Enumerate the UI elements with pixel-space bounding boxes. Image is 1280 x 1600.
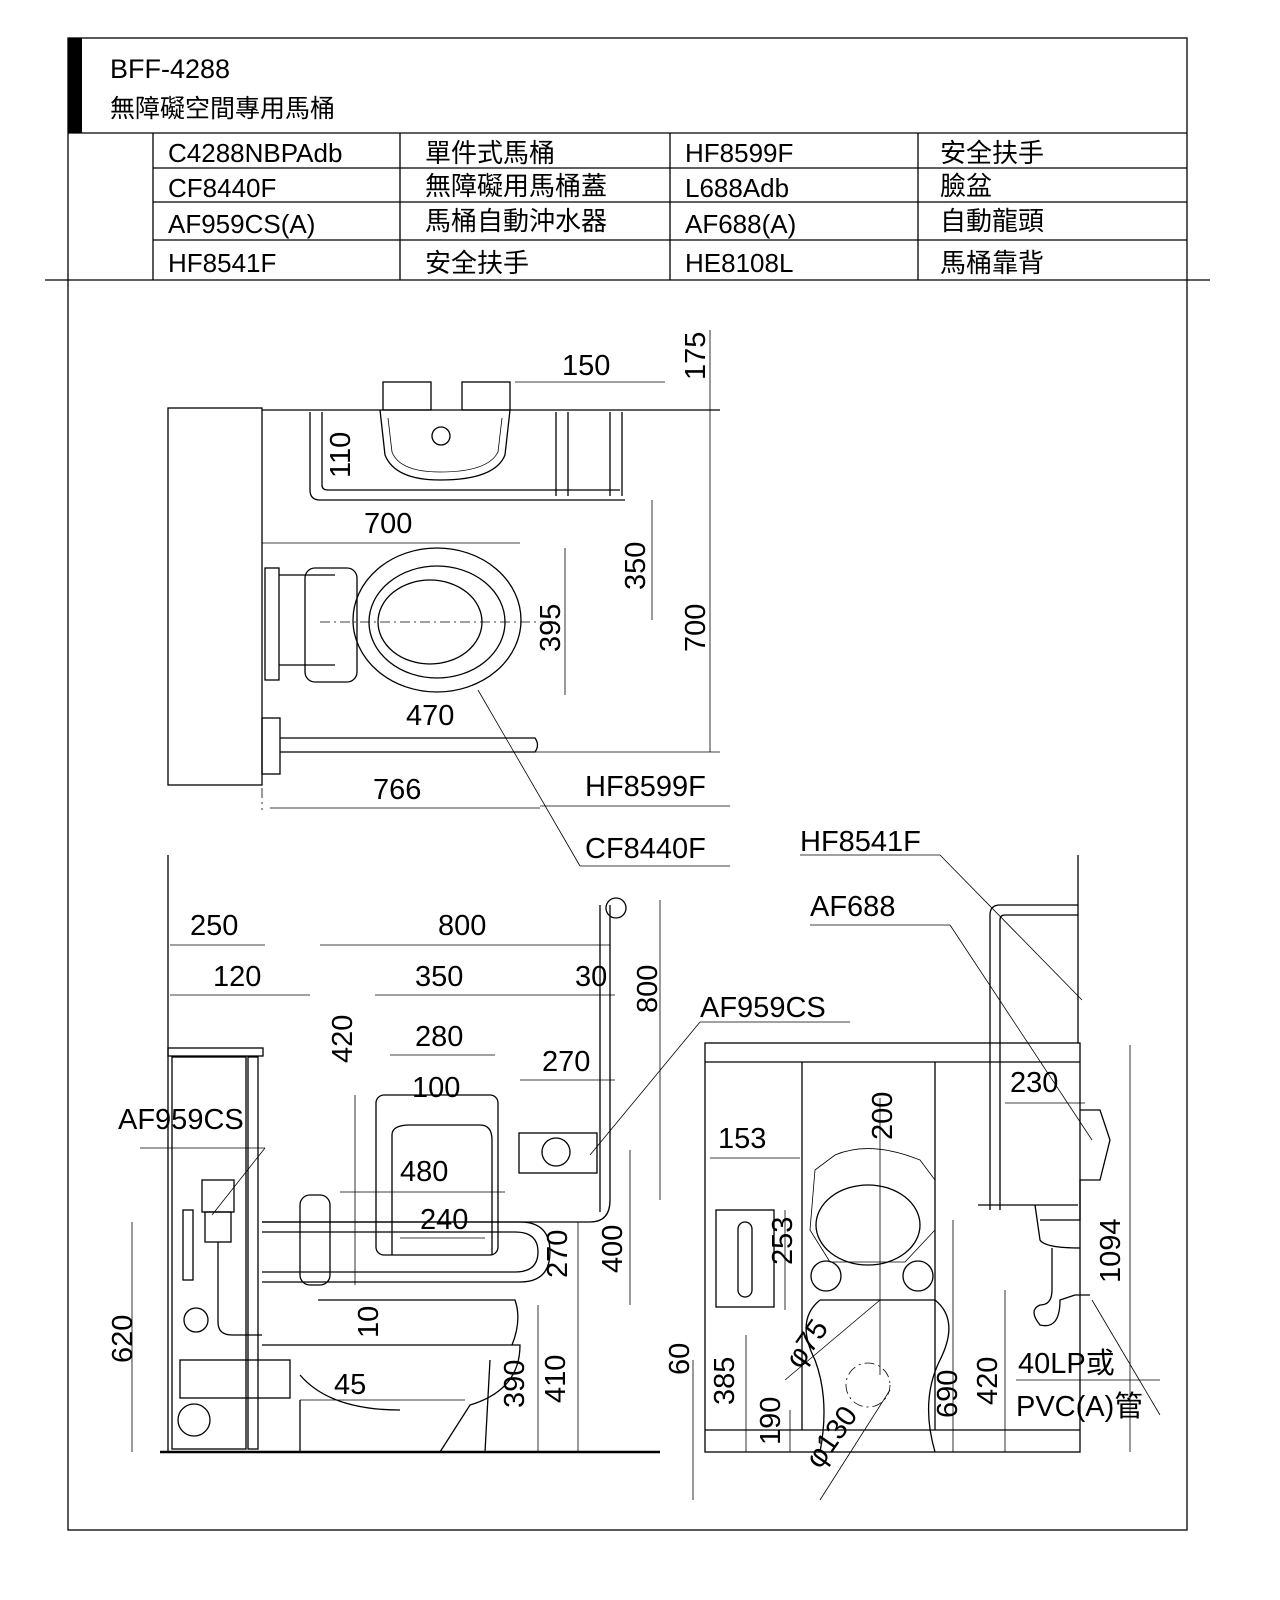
parts-table-row: AF959CS(A) 馬桶自動沖水器 AF688(A) 自動龍頭: [168, 206, 1044, 239]
dim-label: 700: [680, 604, 712, 652]
part-model: CF8440F: [168, 173, 276, 203]
part-model: HF8541F: [168, 248, 276, 278]
dim-label: 620: [107, 1315, 139, 1363]
dim-label: 270: [542, 1230, 574, 1278]
dim-label: 200: [867, 1092, 899, 1140]
dim-label: 60: [664, 1343, 696, 1375]
side-view: [131, 855, 850, 1454]
dim-label: 45: [334, 1369, 366, 1401]
dim-label: 690: [932, 1370, 964, 1418]
part-desc: 無障礙用馬桶蓋: [425, 171, 607, 201]
dim-label: 270: [542, 1046, 590, 1078]
dim-label: 800: [632, 965, 664, 1013]
part-desc: 自動龍頭: [940, 206, 1044, 236]
pipe-note: 40LP或: [1018, 1347, 1115, 1380]
dim-label: φ130: [800, 1401, 865, 1474]
product-code: BFF-4288: [110, 54, 230, 84]
dim-label: 800: [438, 910, 486, 942]
dim-label: 230: [1010, 1067, 1058, 1099]
dim-label: 100: [412, 1072, 460, 1104]
dim-label: 480: [400, 1156, 448, 1188]
part-desc: 臉盆: [940, 171, 992, 201]
callout-label: CF8440F: [585, 833, 706, 865]
callout-label: AF688: [810, 891, 895, 923]
part-desc: 安全扶手: [940, 138, 1044, 168]
part-desc: 馬桶靠背: [940, 248, 1044, 278]
parts-table-row: CF8440F 無障礙用馬桶蓋 L688Adb 臉盆: [168, 171, 992, 203]
dim-label: 420: [972, 1357, 1004, 1405]
part-desc: 安全扶手: [425, 248, 529, 278]
dim-label: 1094: [1095, 1218, 1127, 1283]
dim-label: φ75: [780, 1314, 836, 1374]
dim-label: 110: [325, 432, 357, 478]
dim-label: 30: [575, 961, 607, 993]
dim-label: 390: [499, 1360, 531, 1408]
parts-table-row: HF8541F 安全扶手 HE8108L 馬桶靠背: [168, 248, 1044, 278]
part-model: HF8599F: [685, 138, 793, 168]
dim-label: 410: [540, 1355, 572, 1403]
dim-label: 280: [415, 1021, 463, 1053]
part-desc: 單件式馬桶: [425, 138, 555, 168]
part-model: HE8108L: [685, 248, 793, 278]
plan-dimensions: 150 175 110 700 350 395 700 470 766 HF85…: [325, 332, 712, 865]
callout-label: AF959CS: [118, 1104, 244, 1136]
front-dimensions: 230 200 153 253 60 385 φ75 190 φ130 690 …: [664, 826, 1143, 1474]
callout-label: HF8599F: [585, 771, 706, 803]
part-model: AF959CS(A): [168, 209, 315, 239]
dim-label: 253: [767, 1217, 799, 1265]
dim-label: 175: [680, 332, 712, 380]
plan-view: [167, 330, 730, 867]
part-model: L688Adb: [685, 173, 789, 203]
parts-table-row: C4288NBPAdb 單件式馬桶 HF8599F 安全扶手: [168, 138, 1044, 168]
dim-label: 120: [213, 961, 261, 993]
product-name: 無障礙空間專用馬桶: [110, 95, 335, 123]
dim-label: 190: [755, 1397, 787, 1445]
dim-label: 420: [327, 1015, 359, 1063]
front-view: [692, 854, 1161, 1501]
parts-table: [152, 133, 1187, 280]
dim-label: 350: [620, 542, 652, 590]
sheet-frame: [45, 37, 1210, 1531]
side-dimensions: 250 800 120 350 30 800 420 280 270 100 4…: [107, 910, 826, 1408]
dim-label: 153: [718, 1123, 766, 1155]
callout-label: HF8541F: [800, 826, 921, 858]
callout-label: AF959CS: [700, 992, 826, 1024]
dim-label: 395: [535, 604, 567, 652]
part-model: AF688(A): [685, 209, 796, 239]
dim-label: 10: [353, 1306, 385, 1338]
dim-label: 766: [373, 774, 421, 806]
dim-label: 150: [562, 350, 610, 382]
dim-label: 400: [597, 1225, 629, 1273]
dim-label: 700: [364, 508, 412, 540]
part-desc: 馬桶自動沖水器: [425, 206, 607, 236]
dim-label: 385: [709, 1357, 741, 1405]
part-model: C4288NBPAdb: [168, 138, 342, 168]
dim-label: 250: [190, 910, 238, 942]
dim-label: 350: [415, 961, 463, 993]
dim-label: 240: [420, 1204, 468, 1236]
dim-label: 470: [406, 700, 454, 732]
pipe-note: PVC(A)管: [1016, 1390, 1143, 1423]
